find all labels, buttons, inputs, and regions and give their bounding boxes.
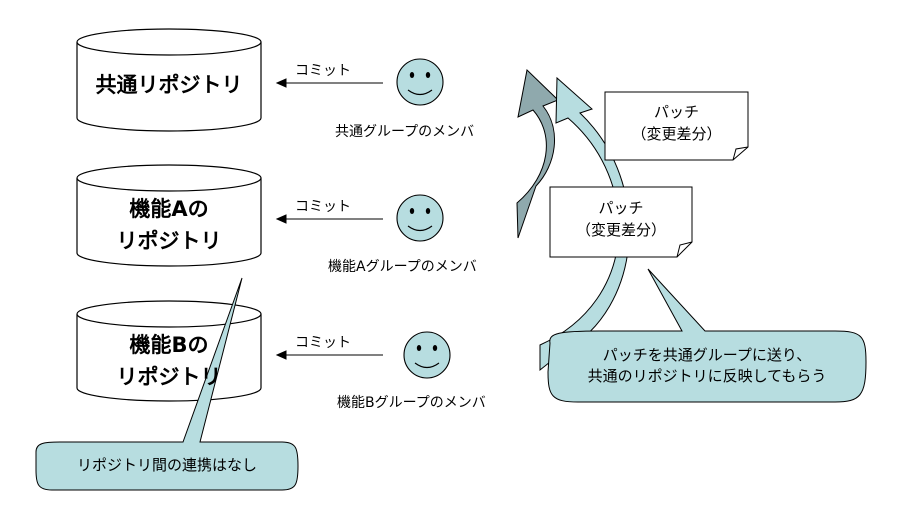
patch-document-2	[549, 186, 693, 258]
repo-a-title-line-2: リポジトリ	[116, 229, 222, 253]
patch-document-2-text: パッチ （変更差分）	[550, 197, 692, 241]
patch-2-line-2: （変更差分）	[575, 221, 666, 239]
repo-common-title: 共通リポジトリ	[77, 69, 261, 101]
member-common-face-icon	[396, 58, 444, 106]
member-a-label: 機能Aグループのメンバ	[328, 259, 477, 275]
repo-a-cylinder	[76, 164, 262, 267]
patch-1-line-2: （変更差分）	[631, 125, 722, 143]
repo-common-cylinder	[76, 28, 262, 132]
callout-send-patch-line-1: パッチを共通グループに送り、	[602, 346, 812, 364]
patch-arrow-common	[516, 68, 559, 239]
patch-document-1-text: パッチ （変更差分）	[605, 101, 748, 145]
commit-label-a: コミット	[295, 199, 351, 215]
repo-a-title-line-1: 機能Aの	[129, 197, 209, 221]
commit-arrows	[275, 78, 383, 360]
patch-2-line-1: パッチ	[598, 199, 644, 217]
callout-send-patch-text: パッチを共通グループに送り、 共通のリポジトリに反映してもらう	[548, 345, 866, 387]
repo-a-title: 機能Aの リポジトリ	[77, 193, 261, 257]
repo-common-title-line-1: 共通リポジトリ	[95, 73, 243, 97]
member-a-face-icon	[396, 194, 444, 242]
repo-b-title: 機能Bの リポジトリ	[77, 329, 261, 393]
callout-send-patch	[547, 268, 867, 403]
member-b-label: 機能Bグループのメンバ	[337, 395, 486, 411]
member-b-face-icon	[403, 331, 451, 379]
patch-document-1	[604, 91, 749, 161]
callout-send-patch-line-2: 共通のリポジトリに反映してもらう	[587, 367, 827, 385]
repo-b-title-line-2: リポジトリ	[116, 365, 222, 389]
callout-no-link-text: リポジトリ間の連携はなし	[76, 456, 257, 474]
commit-label-b: コミット	[295, 335, 351, 351]
repo-b-title-line-1: 機能Bの	[129, 333, 209, 357]
callout-no-link	[35, 277, 299, 491]
commit-label-common: コミット	[295, 63, 351, 79]
member-common-label: 共通グループのメンバ	[335, 124, 475, 140]
patch-1-line-1: パッチ	[653, 103, 699, 121]
